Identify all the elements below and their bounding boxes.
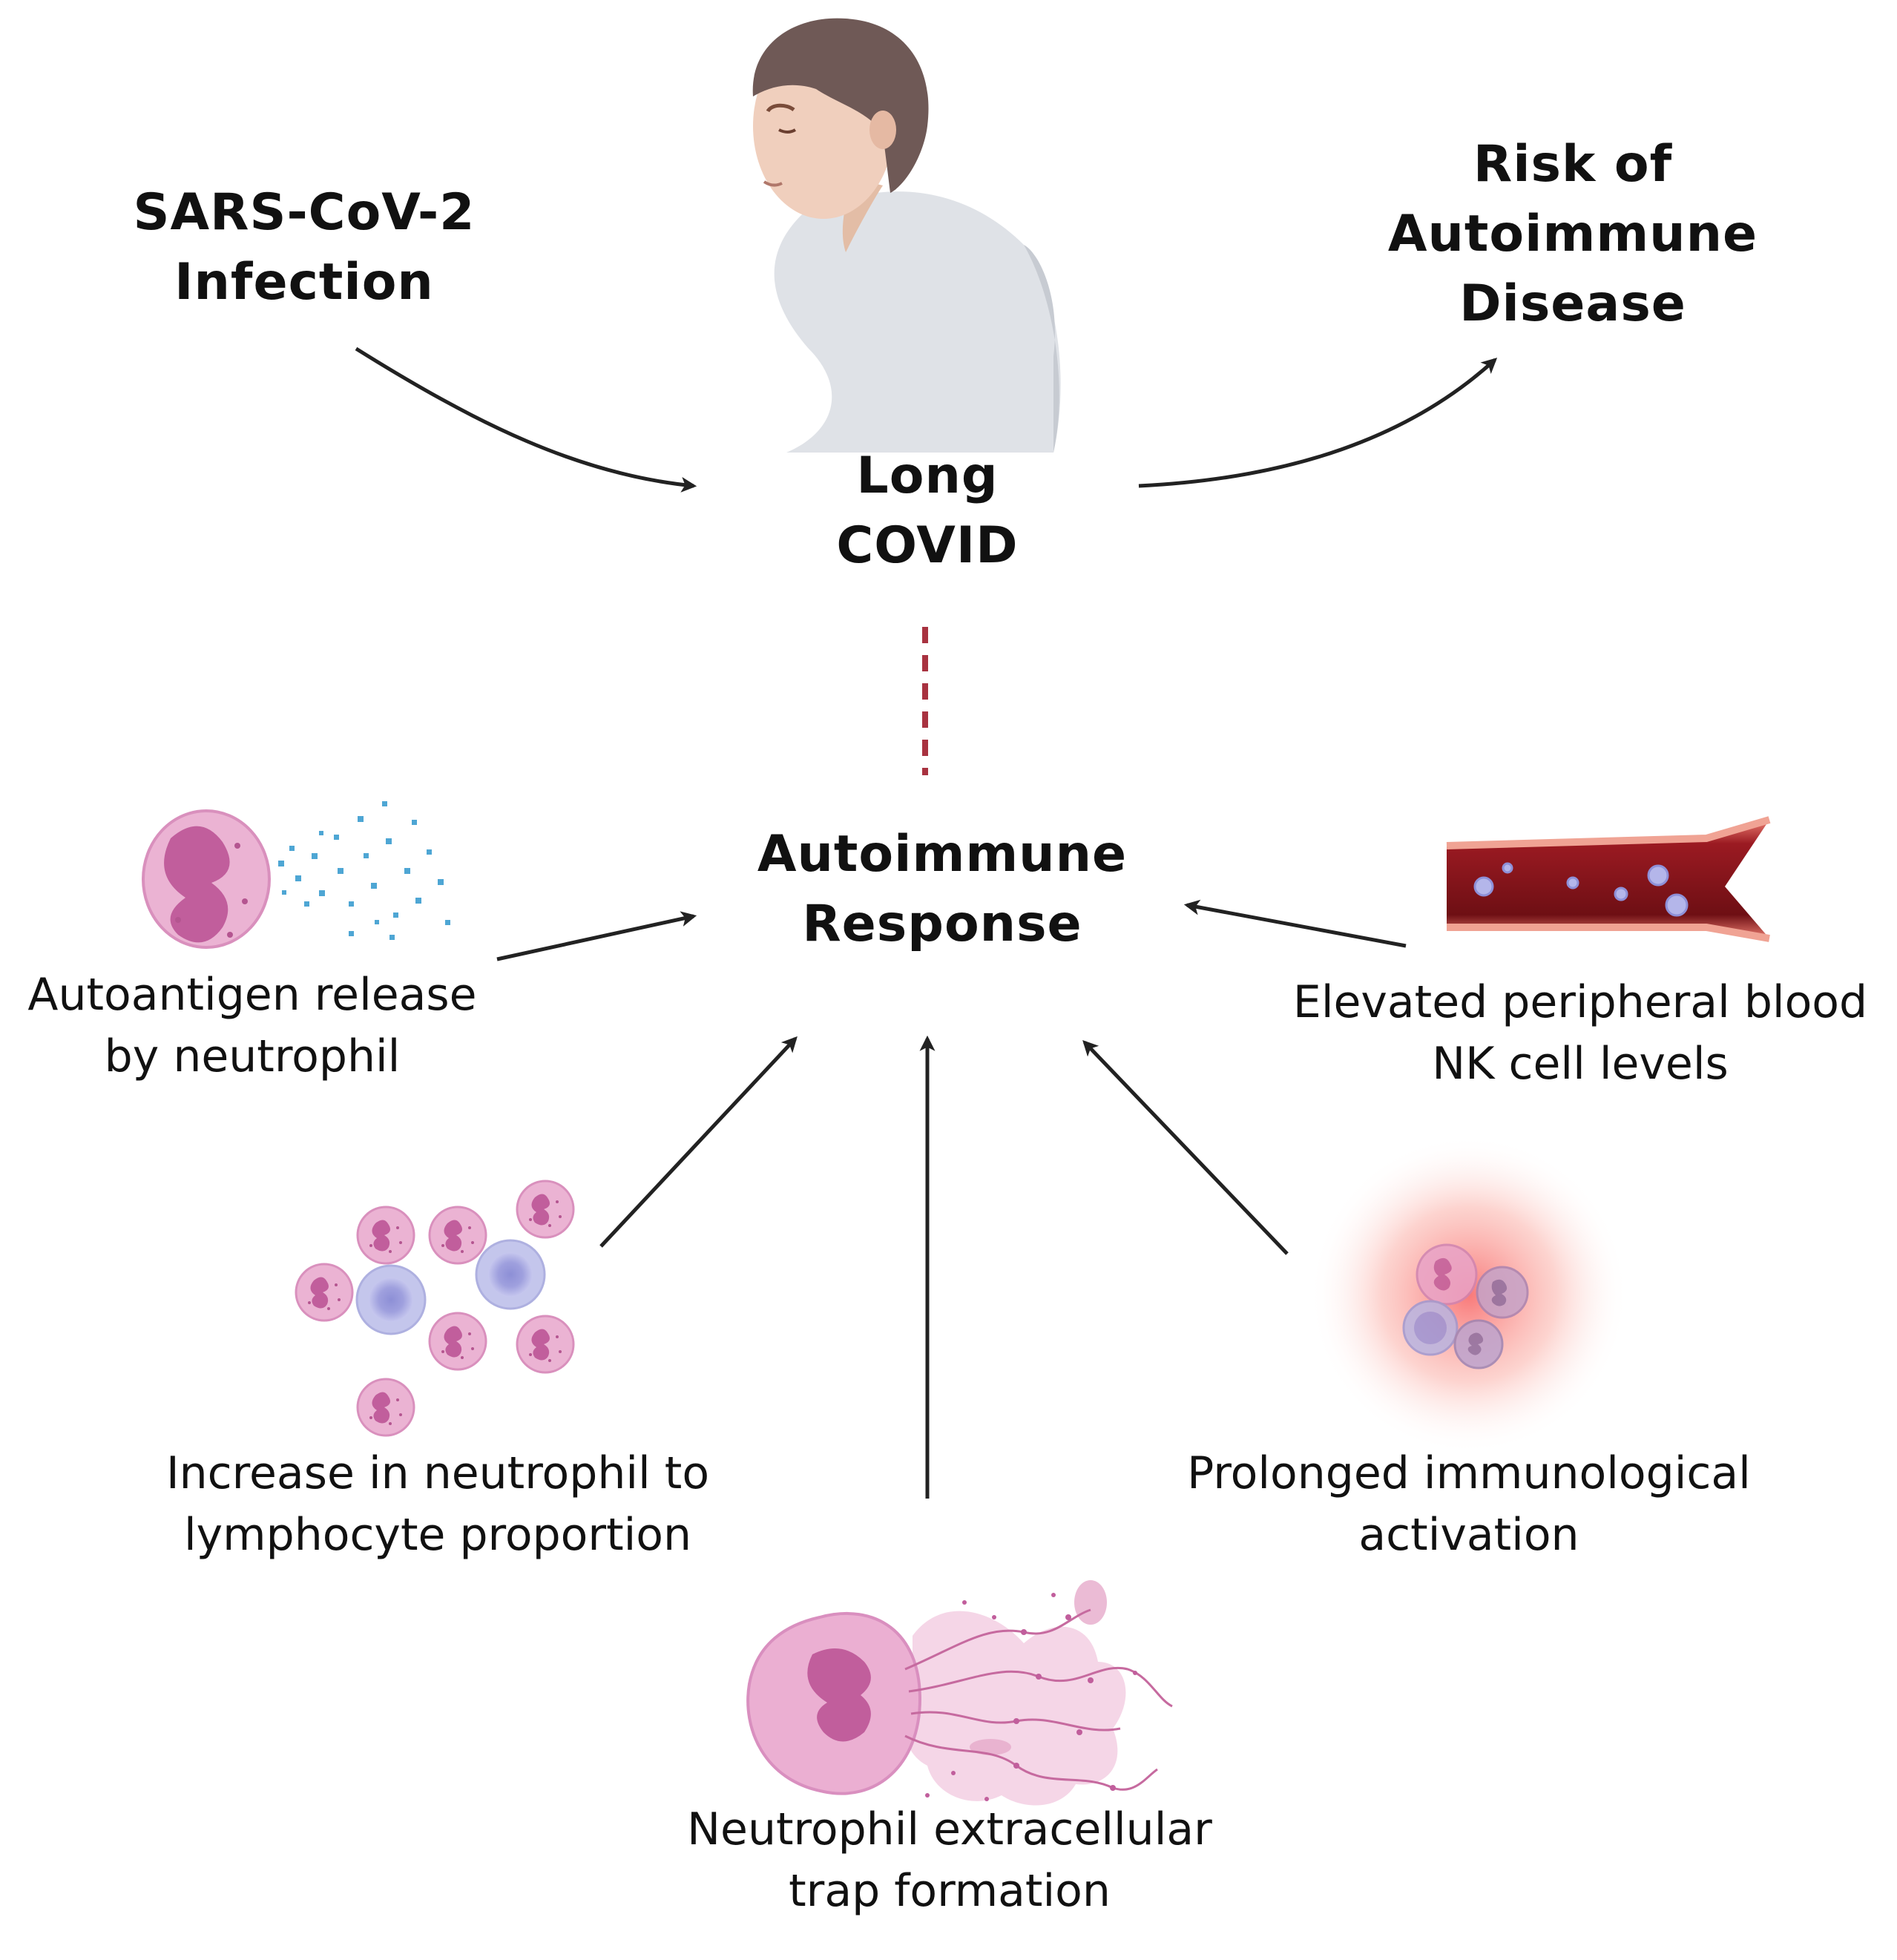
arrow-longcovid-to-risk [1138,358,1498,488]
net-formation-illustration [746,1580,1173,1806]
autoantigen-label-line1: Autoantigen release [27,969,477,1021]
nlr-label-line2: lymphocyte proportion [184,1508,691,1561]
risk-label: Risk of Autoimmune Disease [1350,130,1795,338]
long-covid-label-line1: Long [856,447,999,505]
risk-label-line1: Risk of [1473,135,1673,194]
autoimmune-response-label-line2: Response [802,894,1082,953]
activation-label-line1: Prolonged immunological [1187,1447,1751,1499]
arrow-infection-to-longcovid [355,346,697,493]
person-illustration [752,18,1061,453]
nk-cells-label: Elevated peripheral blood NK cell levels [1269,972,1892,1095]
neutrophil-antigen-illustration [142,801,450,949]
nlr-label-line1: Increase in neutrophil to [165,1447,710,1499]
arrow-autoantigen [496,911,697,961]
infection-label-line2: Infection [174,252,434,312]
net-label-line1: Neutrophil extracellular [687,1803,1212,1855]
long-covid-label-line2: COVID [836,516,1019,575]
arrow-nk-cells [1183,899,1407,948]
blood-vessel-illustration [1446,816,1771,942]
autoantigen-label-line2: by neutrophil [104,1030,401,1082]
autoimmune-response-label: Autoimmune Response [720,820,1165,959]
neutrophil-lymphocyte-cluster-illustration [295,1180,575,1437]
arrow-activation [1082,1039,1289,1255]
immune-activation-illustration [1309,1135,1628,1454]
nlr-label: Increase in neutrophil to lymphocyte pro… [126,1443,749,1566]
activation-label: Prolonged immunological activation [1157,1443,1781,1566]
risk-label-line3: Disease [1459,274,1686,333]
infection-label-line1: SARS-CoV-2 [133,183,476,242]
risk-label-line2: Autoimmune [1387,204,1758,263]
infection-label: SARS-CoV-2 Infection [119,178,490,318]
activation-label-line2: activation [1358,1508,1579,1561]
autoantigen-label: Autoantigen release by neutrophil [0,964,504,1088]
arrow-nlr [599,1036,798,1248]
net-label-line2: trap formation [789,1864,1111,1917]
net-label: Neutrophil extracellular trap formation [638,1799,1261,1922]
long-covid-label: Long COVID [779,441,1076,581]
autoimmune-response-label-line1: Autoimmune [757,825,1128,884]
nk-cells-label-line1: Elevated peripheral blood [1292,976,1868,1028]
nk-cells-label-line2: NK cell levels [1432,1037,1729,1090]
